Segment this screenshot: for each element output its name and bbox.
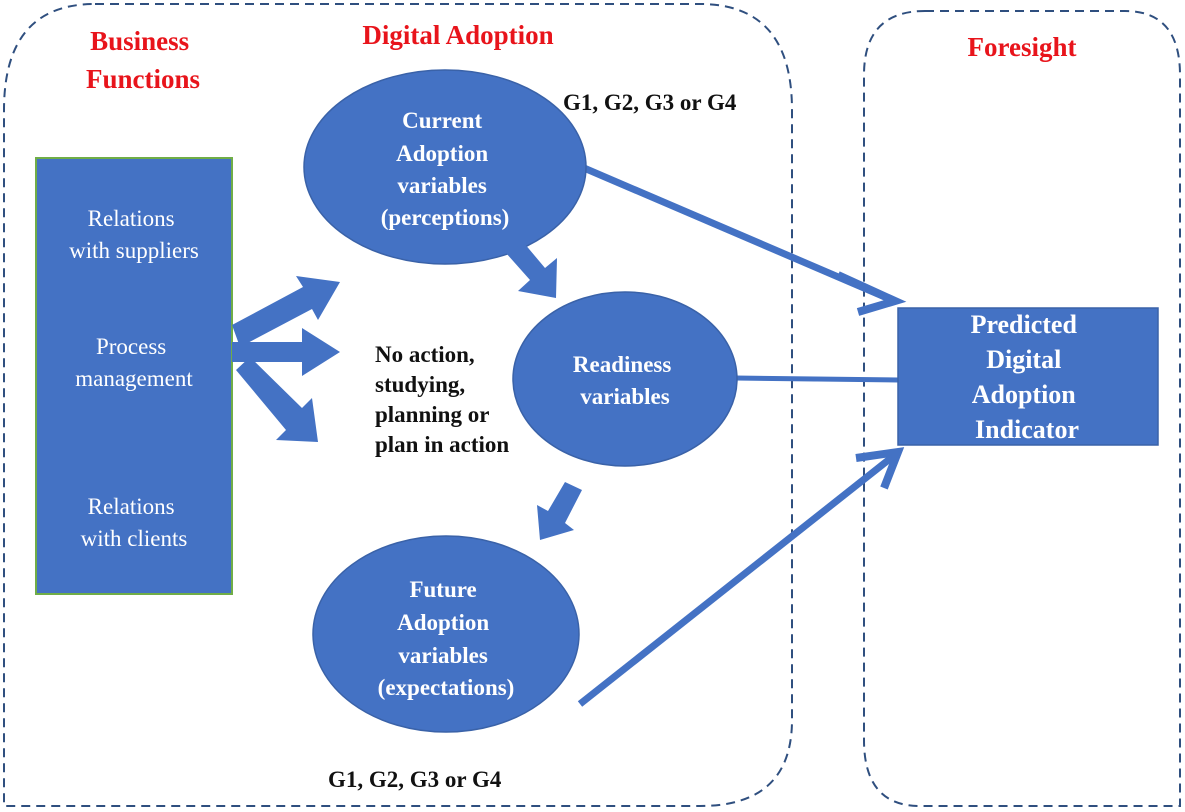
business-functions-box xyxy=(35,157,233,595)
block-arrow-to-stages xyxy=(232,328,340,376)
block-arrow-to-stages-lower xyxy=(236,357,318,442)
block-arrow-current-to-readiness xyxy=(506,243,557,298)
node-current-adoption-label: Current Adoption variables (perceptions) xyxy=(381,108,510,230)
business-item-process: Process management xyxy=(75,334,193,391)
line-arrow-current-to-indicator xyxy=(582,164,907,316)
line-readiness-to-indicator xyxy=(734,375,899,383)
node-readiness-label: Readiness variables xyxy=(573,352,677,409)
groups-label-top: G1, G2, G3 or G4 xyxy=(563,90,737,115)
groups-label-bottom: G1, G2, G3 or G4 xyxy=(328,767,502,792)
business-functions-title: Business Functions xyxy=(86,26,200,94)
block-arrow-readiness-to-future xyxy=(537,482,582,540)
node-future-adoption xyxy=(312,535,580,733)
node-predicted-indicator xyxy=(897,307,1159,446)
node-current-adoption xyxy=(303,69,587,265)
business-item-clients: Relations with clients xyxy=(81,494,188,551)
node-predicted-indicator-label: Predicted Digital Adoption Indicator xyxy=(971,310,1084,444)
node-readiness xyxy=(512,291,738,467)
container-business-digital xyxy=(3,3,793,807)
stages-label: No action, studying, planning or plan in… xyxy=(375,342,509,457)
foresight-title: Foresight xyxy=(968,32,1077,62)
block-arrow-to-current xyxy=(232,276,340,347)
digital-adoption-title: Digital Adoption xyxy=(362,20,553,50)
container-foresight xyxy=(863,10,1181,807)
line-arrow-future-to-indicator xyxy=(577,447,905,707)
business-item-suppliers: Relations with suppliers xyxy=(69,206,199,263)
node-future-adoption-label: Future Adoption variables (expectations) xyxy=(378,577,515,700)
